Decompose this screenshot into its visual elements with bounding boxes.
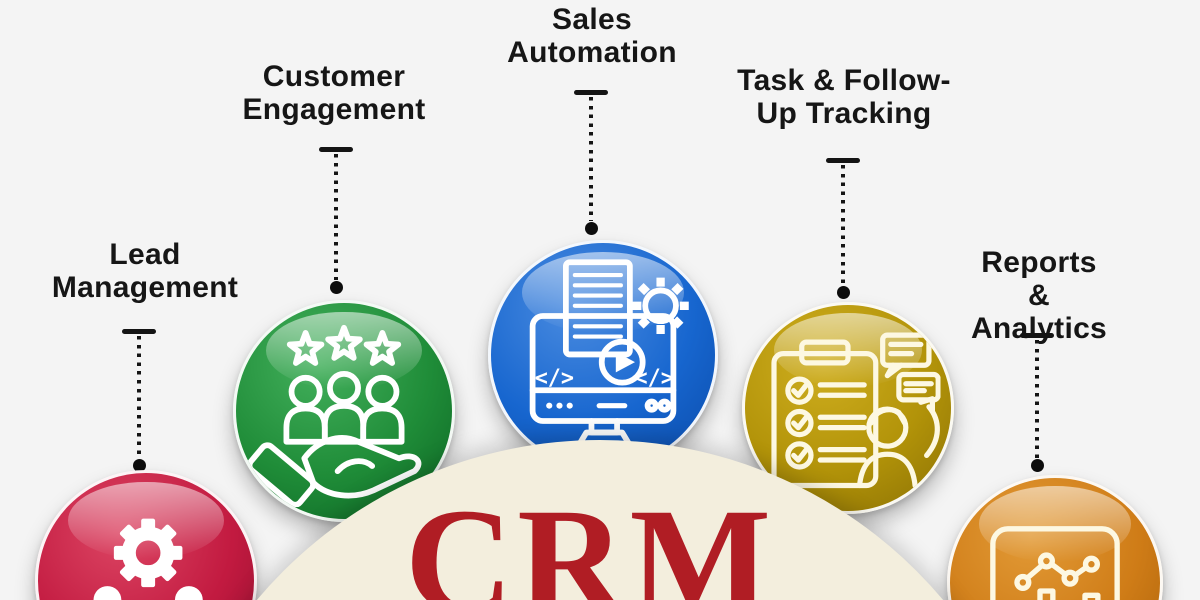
connector-end-dot — [584, 222, 598, 235]
connector-bar — [826, 158, 860, 163]
task-checklist-icon — [771, 332, 941, 489]
badge-sales-automation: </> </> — [488, 240, 718, 470]
connector-dotted-line — [137, 336, 141, 458]
badge-reports-analytics — [947, 475, 1163, 600]
label-reports-analytics: Reports & Analytics — [970, 246, 1108, 345]
connector-end-dot — [836, 286, 850, 299]
connector-dotted-line — [1035, 340, 1039, 458]
connector-sales-automation — [574, 90, 608, 235]
gear-team-icon — [93, 518, 203, 600]
connector-task-follow-up — [826, 158, 860, 299]
crm-title: CRM — [404, 478, 776, 600]
connector-lead-management — [122, 329, 156, 472]
connector-dotted-line — [589, 97, 593, 221]
automation-monitor-icon: </> </> — [529, 259, 689, 455]
label-sales-automation: Sales Automation — [507, 3, 677, 69]
badge-customer-engagement — [233, 300, 455, 522]
analytics-chart-icon — [990, 526, 1120, 600]
connector-end-dot — [1030, 459, 1044, 472]
badge-lead-management — [35, 470, 257, 600]
svg-text:</>: </> — [635, 366, 674, 391]
connector-reports-analytics — [1020, 333, 1054, 472]
label-lead-management: Lead Management — [51, 238, 239, 304]
connector-end-dot — [132, 459, 146, 472]
rated-customers-hand-icon — [248, 324, 422, 507]
svg-text:</>: </> — [535, 366, 574, 391]
connector-dotted-line — [334, 154, 338, 280]
connector-dotted-line — [841, 165, 845, 285]
connector-bar — [574, 90, 608, 95]
connector-bar — [122, 329, 156, 334]
label-task-follow-up: Task & Follow- Up Tracking — [737, 64, 951, 130]
label-customer-engagement: Customer Engagement — [242, 60, 426, 126]
connector-end-dot — [329, 281, 343, 294]
connector-bar — [319, 147, 353, 152]
connector-bar — [1020, 333, 1054, 338]
connector-customer-engagement — [319, 147, 353, 294]
